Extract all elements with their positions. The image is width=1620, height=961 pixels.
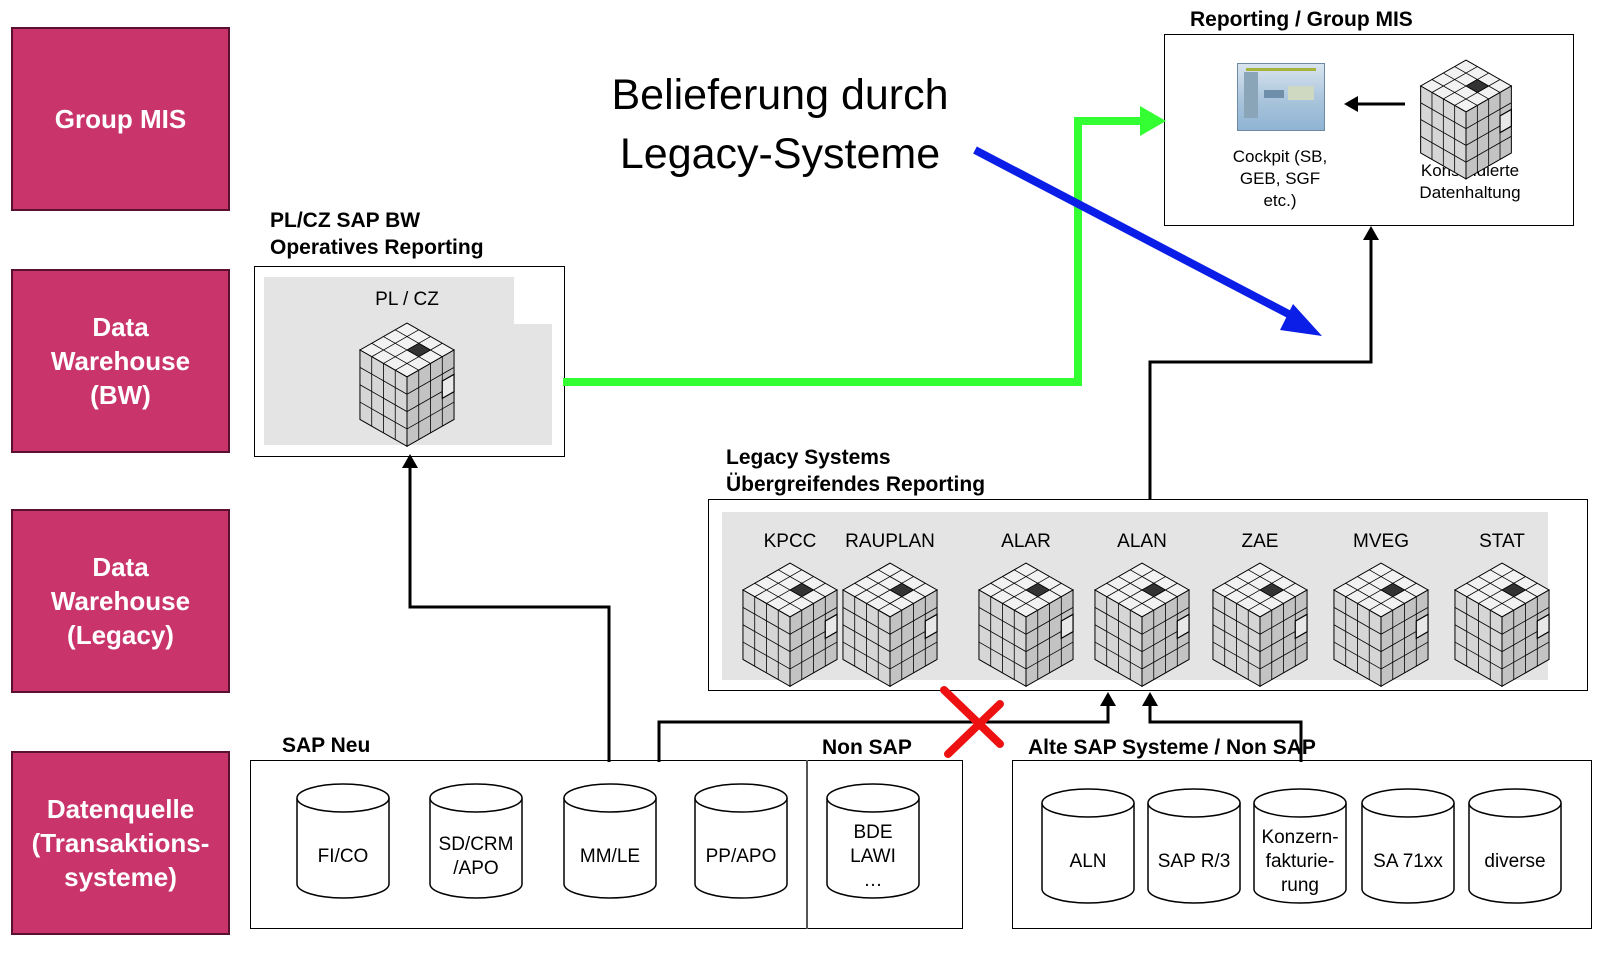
cylinder-alte-2-label: Konzern- fakturie- rung (1261, 827, 1339, 896)
red-cross (940, 686, 1004, 758)
legacy-title: Legacy Systems Übergreifendes Reporting (726, 446, 986, 497)
legacy-cube-label-alar: ALAR (1001, 531, 1051, 552)
plcz-title: PL/CZ SAP BW Operatives Reporting (270, 209, 484, 260)
alte-sap-title: Alte SAP Systeme / Non SAP (1028, 736, 1316, 759)
arrowhead-legacy-2 (1142, 692, 1158, 706)
cylinder-alte-1-label: SAP R/3 (1157, 851, 1231, 873)
cylinder-nonsap-0-label: BDE LAWI … (850, 822, 896, 891)
layer-dw-legacy: Data Warehouse (Legacy) (11, 509, 230, 693)
cylinder-sapneu-2: MM/LE (562, 780, 658, 900)
konsolidiert-label: Konsolidierte Datenhaltung (1419, 161, 1521, 203)
legacy-cube-label-rauplan: RAUPLAN (845, 531, 935, 552)
plcz-panel-ext (264, 324, 552, 445)
arrow-sapneu-to-plcz (408, 464, 611, 762)
sap-neu-title: SAP Neu (282, 734, 371, 757)
cylinder-sapneu-2-label: MM/LE (579, 846, 641, 868)
cylinder-sapneu-0-label: FI/CO (317, 846, 369, 868)
plcz-cube-label: PL / CZ (375, 289, 439, 310)
cylinder-alte-4: diverse (1467, 785, 1563, 905)
annotation-text: Belieferung durch Legacy-Systeme (611, 71, 949, 179)
cylinder-nonsap-0: BDE LAWI … (825, 780, 921, 900)
cylinder-sapneu-1: SD/CRM /APO (428, 780, 524, 900)
non-sap-title: Non SAP (822, 736, 912, 759)
cylinder-sapneu-1-label: SD/CRM /APO (438, 834, 514, 879)
reporting-title: Reporting / Group MIS (1190, 8, 1413, 31)
cylinder-sapneu-3: PP/APO (693, 780, 789, 900)
cylinder-alte-0: ALN (1040, 785, 1136, 905)
cylinder-alte-2: Konzern- fakturie- rung (1252, 785, 1348, 905)
legacy-cube-label-alan: ALAN (1117, 531, 1167, 552)
cylinder-alte-3: SA 71xx (1360, 785, 1456, 905)
arrow-legacy-to-reporting (1148, 238, 1373, 500)
layer-group-mis: Group MIS (11, 27, 230, 211)
green-arrowhead (1140, 106, 1166, 136)
legacy-cube-label-stat: STAT (1479, 531, 1525, 552)
arrowhead-reporting (1363, 226, 1379, 240)
blue-arrowhead (1280, 304, 1322, 336)
cockpit-image (1237, 63, 1325, 131)
legacy-cube-label-mveg: MVEG (1353, 531, 1409, 552)
cockpit-label: Cockpit (SB, GEB, SGF etc.) (1232, 147, 1328, 211)
cylinder-alte-4-label: diverse (1484, 851, 1546, 873)
layer-datenquelle: Datenquelle (Transaktions- systeme) (11, 751, 230, 935)
layer-dw-bw: Data Warehouse (BW) (11, 269, 230, 453)
arrowhead-legacy-1 (1100, 692, 1116, 706)
cylinder-sapneu-3-label: PP/APO (705, 846, 777, 868)
cylinder-alte-3-label: SA 71xx (1373, 851, 1443, 873)
cylinder-sapneu-0: FI/CO (295, 780, 391, 900)
sap-neu-divider (806, 760, 808, 929)
legacy-cube-label-zae: ZAE (1241, 531, 1279, 552)
legacy-cube-label-kpcc: KPCC (763, 531, 817, 552)
cylinder-alte-0-label: ALN (1069, 851, 1107, 873)
cylinder-alte-1: SAP R/3 (1146, 785, 1242, 905)
